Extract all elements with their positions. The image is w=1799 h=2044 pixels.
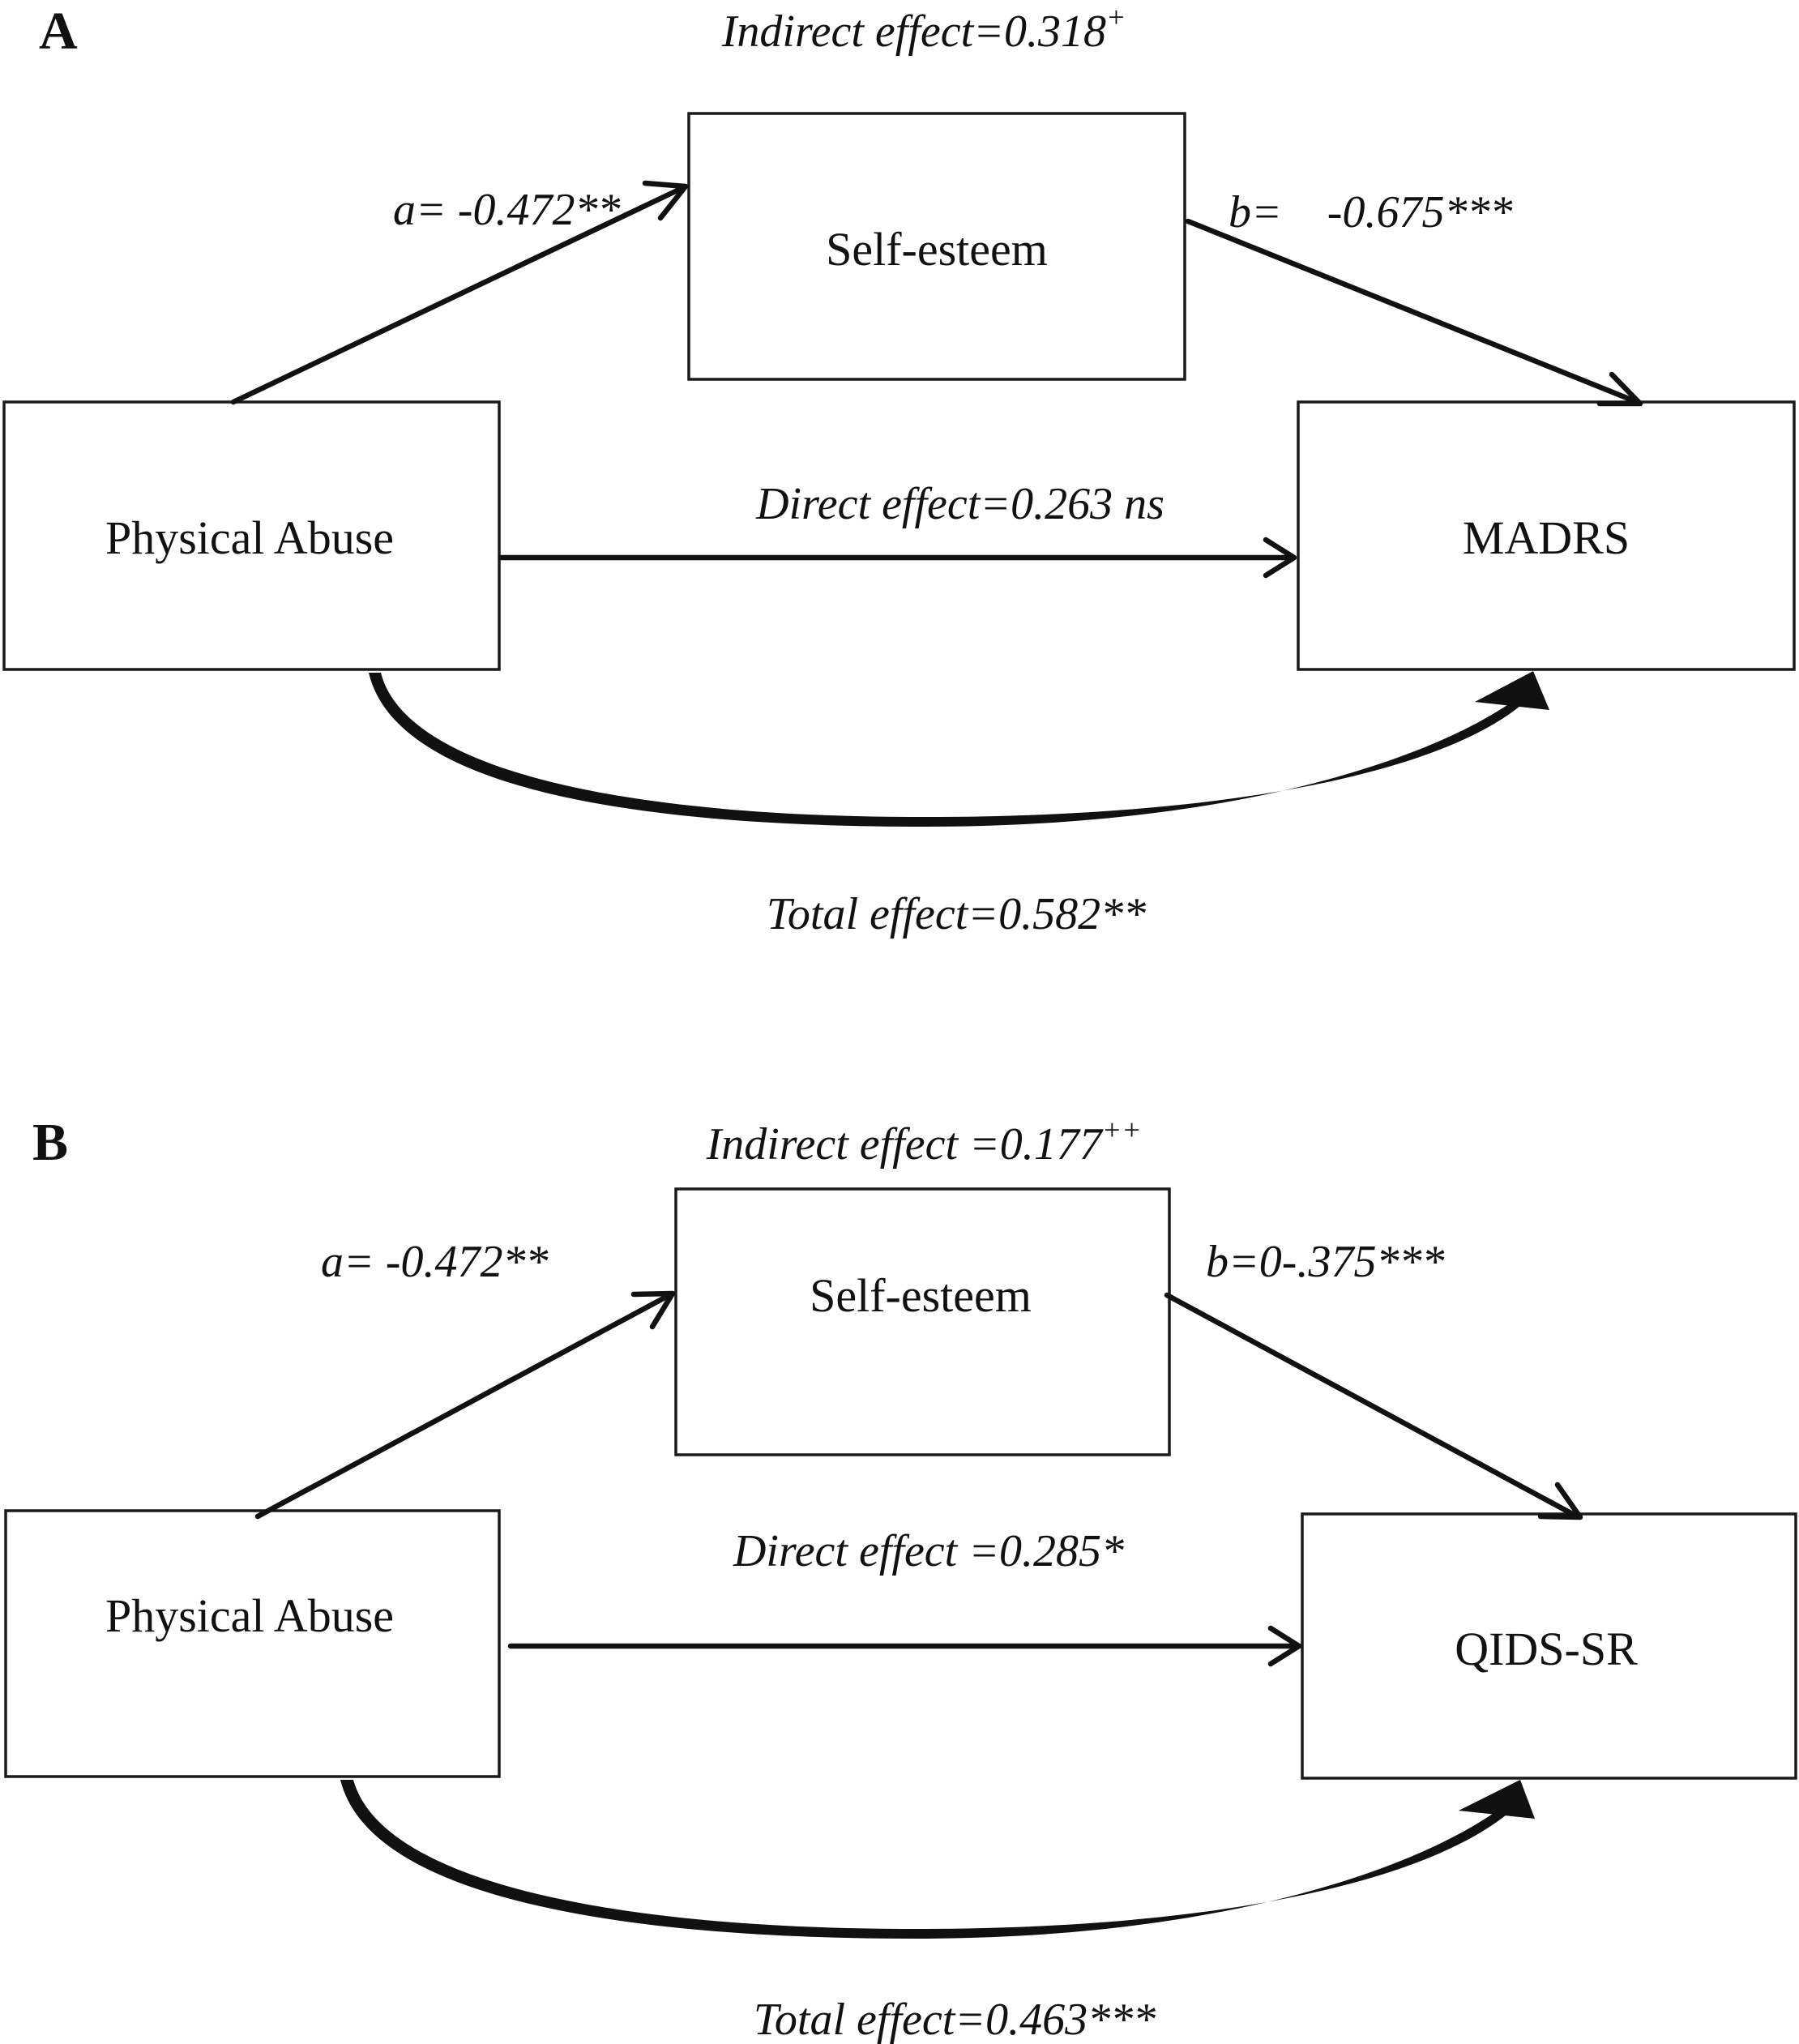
panel-b-mediator-label: Self-esteem [810, 1269, 1032, 1322]
panel-a-node-mediator: Self-esteem [687, 112, 1186, 381]
panel-a-path-b-arrow [1185, 218, 1643, 407]
panel-b-total-effect-arrow [340, 1780, 1535, 1939]
panel-b-node-outcome: QIDS-SR [1301, 1512, 1797, 1780]
panel-a-path-a-label: a= -0.472** [393, 185, 620, 235]
panel-b-path-a-arrow [254, 1290, 676, 1520]
panel-b-node-mediator: Self-esteem [674, 1187, 1171, 1456]
panel-a-indirect-effect-label: Indirect effect=0.318+ [721, 1, 1126, 57]
panel-b-letter: B [32, 1113, 68, 1172]
panel-b: B Indirect effect =0.177++ Self-esteem P… [4, 1113, 1797, 2044]
panel-a-total-effect-arrow [369, 671, 1549, 827]
panel-b-direct-effect-arrow [507, 1625, 1302, 1667]
panel-b-indirect-effect-label: Indirect effect =0.177++ [706, 1114, 1142, 1170]
panel-b-path-b-arrow [1164, 1292, 1583, 1520]
panel-a-predictor-label: Physical Abuse [105, 511, 394, 564]
panel-b-direct-effect-label: Direct effect =0.285* [733, 1526, 1124, 1576]
panel-b-node-predictor: Physical Abuse [4, 1509, 501, 1778]
panel-a-outcome-label: MADRS [1463, 511, 1630, 564]
panel-a-direct-effect-arrow [498, 537, 1297, 579]
panel-b-path-a-label: a= -0.472** [321, 1237, 548, 1287]
panel-a-path-a-arrow [230, 180, 689, 405]
panel-b-path-b-label: b=0-.375*** [1206, 1237, 1444, 1287]
panel-a-node-predictor: Physical Abuse [2, 400, 501, 671]
panel-a-mediator-label: Self-esteem [826, 223, 1048, 276]
panel-a: A Indirect effect=0.318+ Self-esteem Phy… [2, 1, 1796, 939]
panel-a-path-b-label: b= -0.675*** [1229, 187, 1512, 237]
panel-b-total-effect-label: Total effect=0.463*** [754, 1995, 1156, 2044]
panel-a-letter: A [39, 2, 78, 61]
panel-b-outcome-label: QIDS-SR [1455, 1623, 1638, 1675]
panel-a-direct-effect-label: Direct effect=0.263 ns [755, 479, 1164, 529]
panel-b-predictor-label: Physical Abuse [105, 1589, 394, 1642]
panel-a-node-outcome: MADRS [1297, 400, 1796, 671]
panel-a-total-effect-label: Total effect=0.582** [767, 889, 1146, 939]
